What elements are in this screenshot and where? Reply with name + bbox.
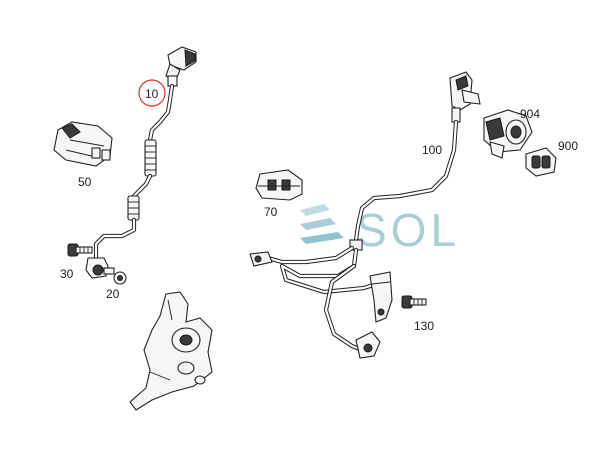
- part-20-washer: 20: [106, 271, 127, 301]
- right-harness-left-end: [249, 251, 273, 267]
- watermark-text: SOL: [356, 204, 460, 256]
- callout-10: 10: [145, 87, 159, 101]
- right-wheel-speed-sensor: [355, 331, 381, 359]
- left-harness-sleeve: [144, 139, 157, 177]
- part-904-housing: 904: [483, 107, 540, 159]
- sol-watermark: SOL: [300, 204, 460, 256]
- part-900-plug: 900: [525, 139, 578, 177]
- sol-logo-mark: [300, 204, 344, 244]
- right-harness-bracket: [369, 271, 393, 323]
- left-harness-connector: [165, 46, 197, 87]
- steering-knuckle: [129, 291, 213, 411]
- callout-900: 900: [558, 139, 578, 153]
- left-harness-lower-sleeve: [127, 195, 140, 221]
- callout-50: 50: [78, 175, 92, 189]
- callout-10-highlight: [138, 79, 166, 107]
- part-30-bolt: 30: [60, 243, 93, 281]
- callout-904: 904: [520, 107, 540, 121]
- left-wheel-speed-sensor: [85, 257, 115, 279]
- part-50-bracket: 50: [53, 121, 113, 189]
- right-sensor-harness: 100: [249, 71, 481, 359]
- callout-100: 100: [422, 143, 442, 157]
- right-harness-connector: [449, 71, 481, 123]
- part-70-clip: 70: [255, 169, 303, 219]
- callout-130: 130: [414, 319, 434, 333]
- callout-30: 30: [60, 267, 74, 281]
- callout-70: 70: [264, 205, 278, 219]
- part-130-bolt: 130: [401, 295, 434, 333]
- callout-20: 20: [106, 287, 120, 301]
- left-sensor-harness: 10: [85, 46, 197, 279]
